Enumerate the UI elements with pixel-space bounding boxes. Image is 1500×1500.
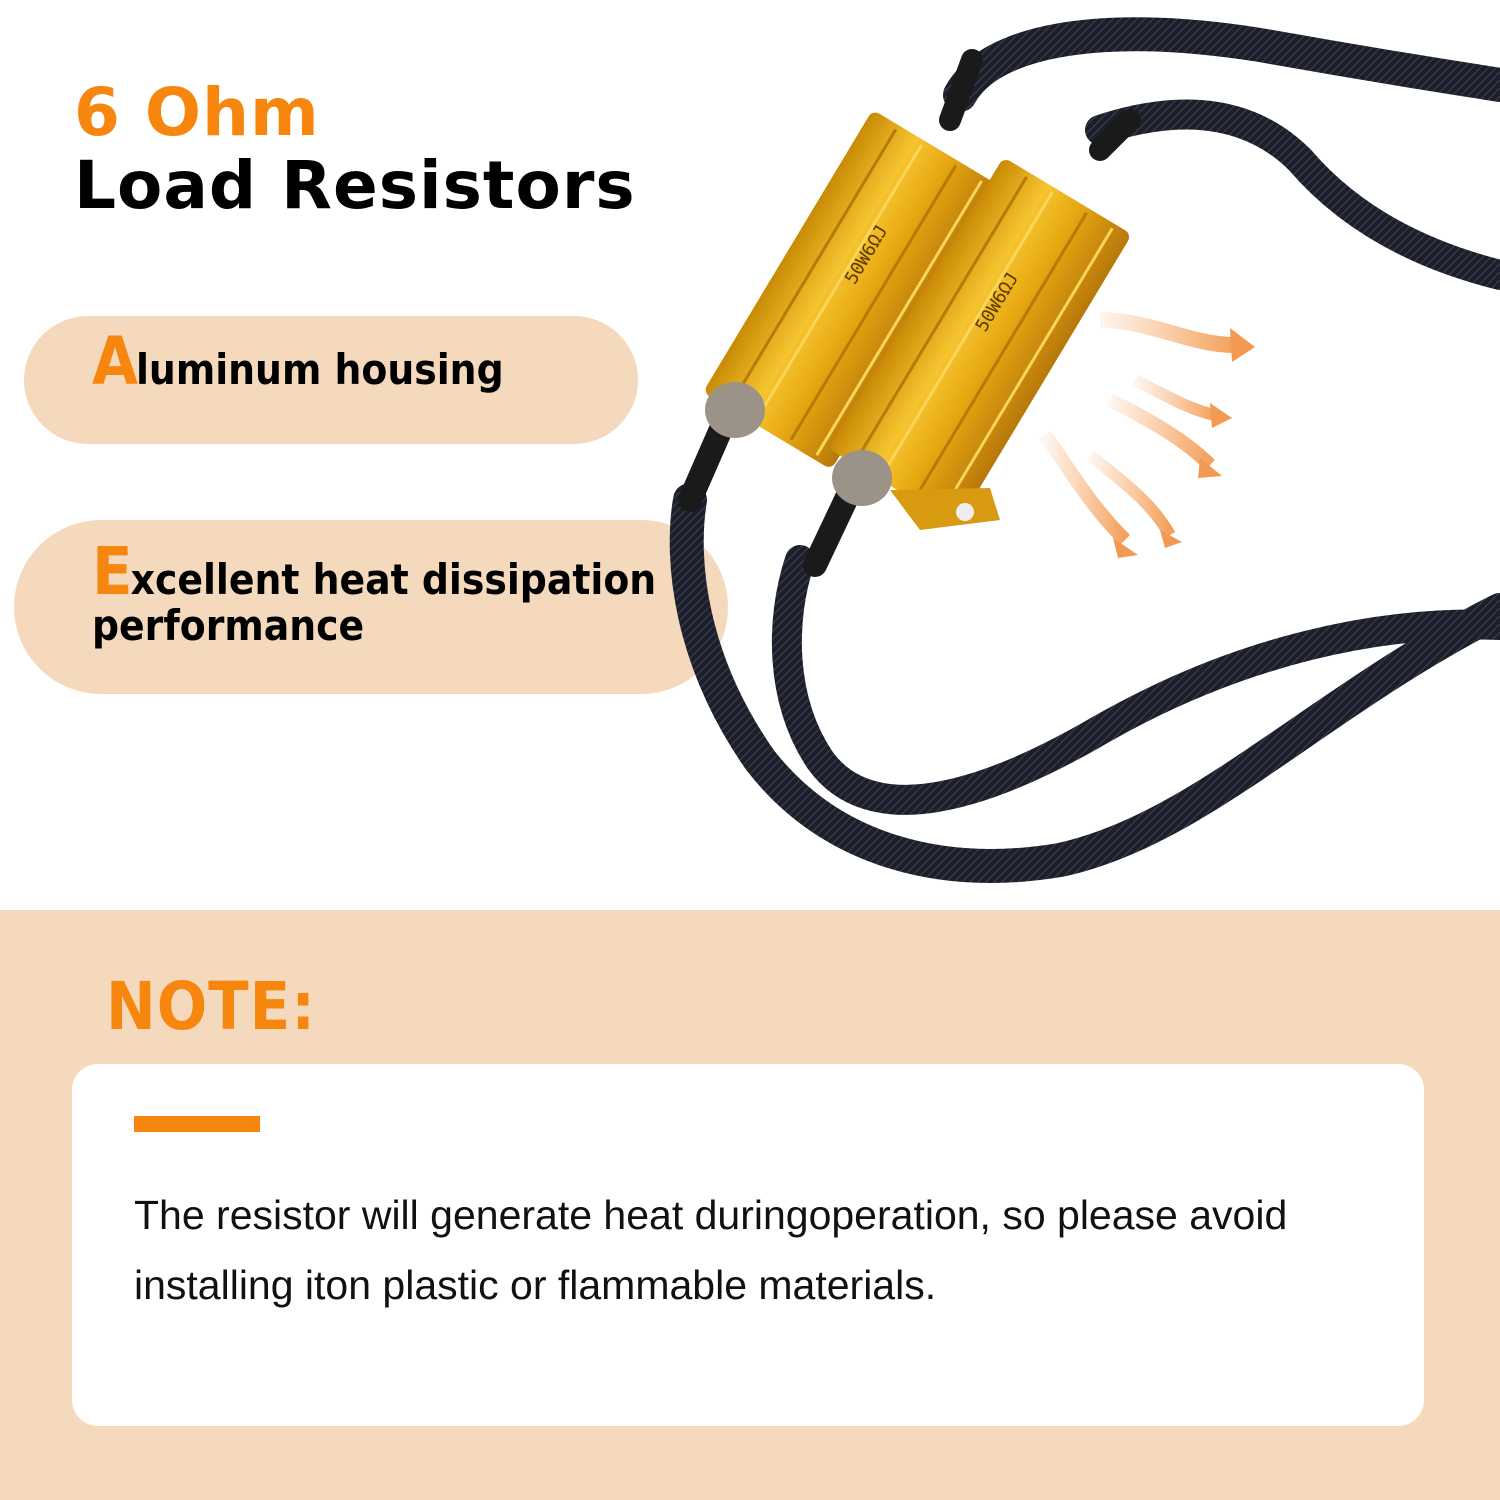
resistor-2-endcap xyxy=(832,450,892,506)
note-section: NOTE: The resistor will generate heat du… xyxy=(0,910,1500,1500)
resistor-product-photo: 50W6ΩJ 50W6ΩJ xyxy=(669,17,1500,883)
note-title: NOTE: xyxy=(106,968,316,1045)
feature-initial: A xyxy=(92,323,138,400)
feature-label: xcellent heat dissipation xyxy=(130,555,657,604)
title-resistance: 6 Ohm xyxy=(74,74,320,151)
title-product: Load Resistors xyxy=(74,147,636,224)
feature-text: Aluminum housing xyxy=(92,323,504,400)
feature-pill-aluminum: Aluminum housing xyxy=(24,316,638,444)
feature-label: luminum housing xyxy=(135,345,504,394)
feature-initial: E xyxy=(92,533,133,610)
feature-text: Excellent heat dissipation performance xyxy=(92,533,657,650)
title-block: 6 Ohm Load Resistors xyxy=(74,78,636,224)
heat-waves-icon xyxy=(1039,312,1255,558)
resistor-1: 50W6ΩJ xyxy=(705,112,999,467)
note-text: The resistor will generate heat duringop… xyxy=(134,1192,1288,1308)
note-accent-bar xyxy=(134,1116,260,1132)
feature-label-line2: performance xyxy=(92,601,365,650)
resistor-2: 50W6ΩJ xyxy=(831,160,1130,523)
note-card: The resistor will generate heat duringop… xyxy=(72,1064,1424,1426)
feature-pill-heat: Excellent heat dissipation performance xyxy=(14,520,728,694)
resistor-1-endcap xyxy=(705,382,765,438)
